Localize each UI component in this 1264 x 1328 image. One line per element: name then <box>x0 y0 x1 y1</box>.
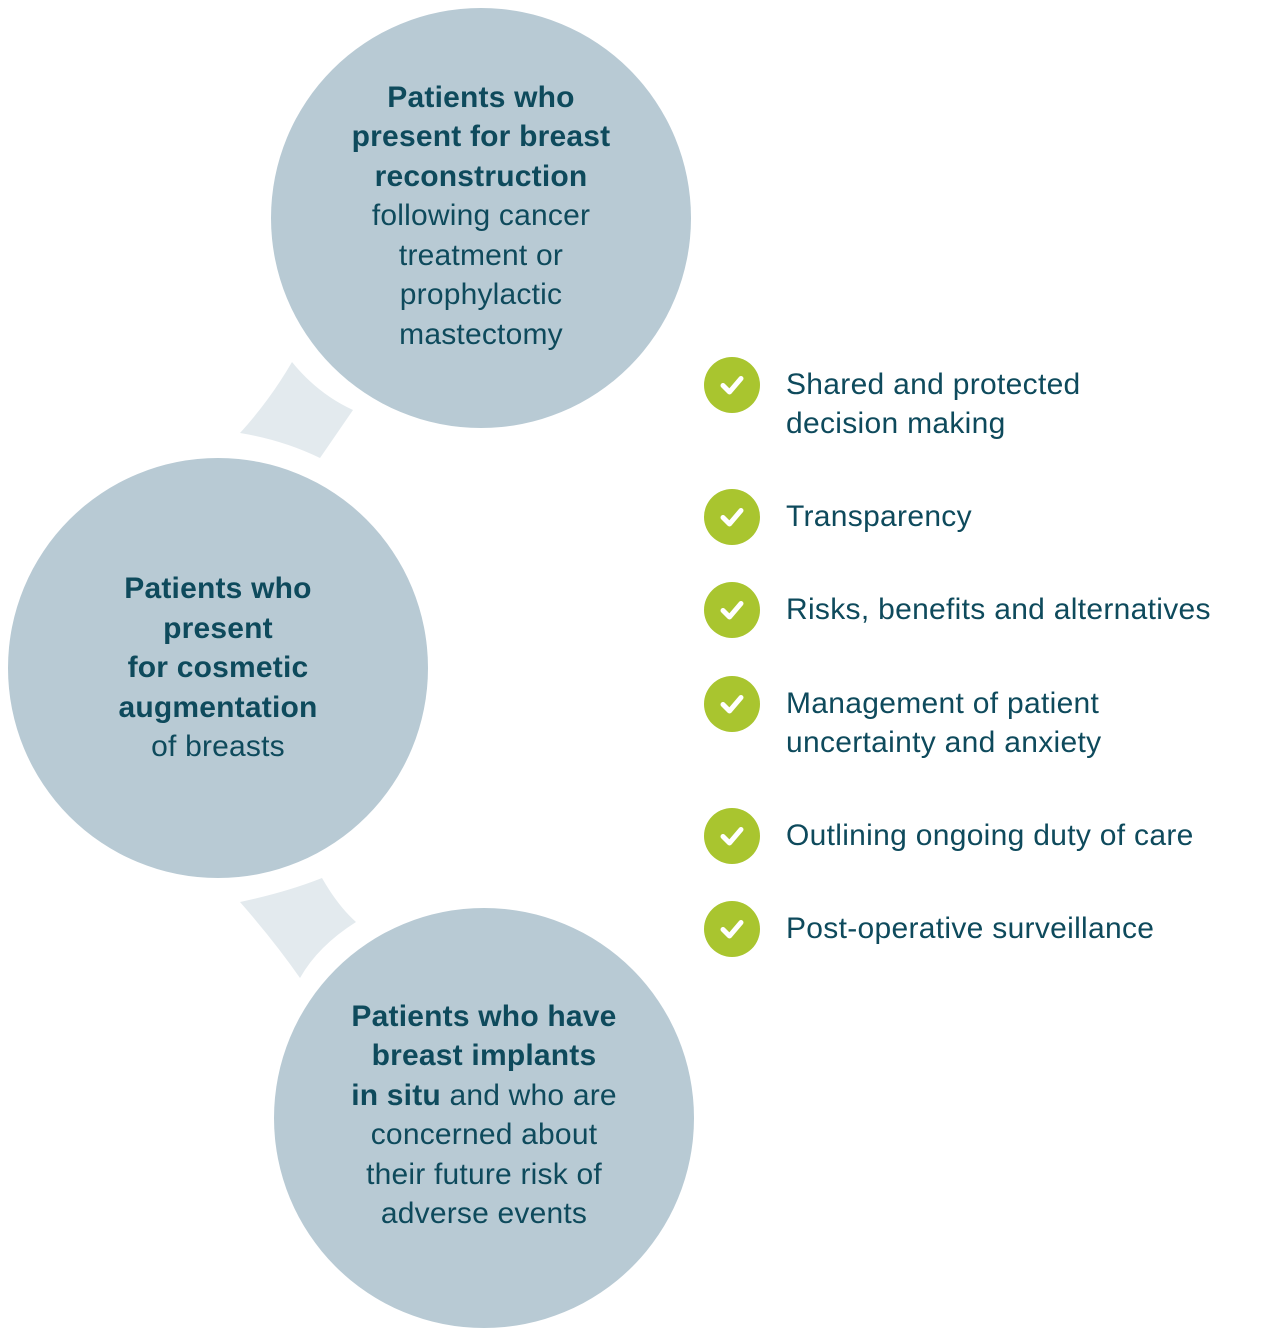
checklist-label: Outlining ongoing duty of care <box>786 816 1194 855</box>
circle-line: concerned about <box>370 1118 598 1151</box>
checklist-line: Shared and protected <box>786 368 1081 401</box>
check-icon <box>704 901 760 957</box>
circle-breast-reconstruction: Patients who present for breast reconstr… <box>271 8 691 428</box>
circle-line: treatment or <box>398 238 564 272</box>
circle-implants-in-situ: Patients who have breast implants in sit… <box>274 908 694 1328</box>
circle-bold-line: Patients who have <box>351 999 617 1033</box>
checklist-label: Post-operative surveillance <box>786 909 1154 948</box>
circle-bold-line: for cosmetic <box>127 651 309 685</box>
checklist-label: Risks, benefits and alternatives <box>786 590 1211 629</box>
checklist-item: Outlining ongoing duty of care <box>704 808 1194 864</box>
checklist-line: Management of patient <box>786 687 1100 720</box>
checklist-line: Risks, benefits and alternatives <box>786 593 1211 626</box>
circle-bold-line: reconstruction <box>374 159 588 193</box>
checklist-item: Post-operative surveillance <box>704 901 1154 957</box>
circle-line: adverse events <box>380 1197 588 1230</box>
check-icon <box>704 808 760 864</box>
circle-bold-fragment: in situ <box>351 1078 441 1112</box>
checklist-line: Outlining ongoing duty of care <box>786 819 1194 852</box>
circle-text: Patients who present for breast reconstr… <box>352 78 611 355</box>
checklist-label: Shared and protected decision making <box>786 365 1081 443</box>
checklist-label: Management of patient uncertainty and an… <box>786 684 1101 762</box>
circle-line: their future risk of <box>366 1157 602 1191</box>
checklist-item: Management of patient uncertainty and an… <box>704 676 1101 762</box>
check-icon <box>704 357 760 413</box>
check-icon <box>704 676 760 732</box>
circle-line: following cancer <box>371 199 591 233</box>
circle-text: Patients who have breast implants in sit… <box>351 997 617 1234</box>
checklist-item: Risks, benefits and alternatives <box>704 582 1211 638</box>
circle-bold-line: breast implants <box>371 1039 597 1072</box>
circle-bold-line: Patients who <box>387 80 575 114</box>
checklist-line: uncertainty and anxiety <box>786 726 1102 759</box>
circle-line: prophylactic <box>399 278 563 312</box>
circle-bold-line: Patients who <box>124 572 312 606</box>
circle-bold-line: augmentation <box>118 690 318 724</box>
circle-cosmetic-augmentation: Patients who present for cosmetic augmen… <box>8 458 428 878</box>
checklist-line: decision making <box>786 407 1006 440</box>
connector-bottom <box>240 878 356 978</box>
checklist-label: Transparency <box>786 497 972 536</box>
check-icon <box>704 582 760 638</box>
circle-text: Patients who present for cosmetic augmen… <box>118 569 317 767</box>
check-icon <box>704 489 760 545</box>
circle-line: of breasts <box>151 730 285 764</box>
circle-mixed-line: in situ and who are <box>351 1076 617 1116</box>
checklist-line: Transparency <box>786 500 972 533</box>
circle-line: mastectomy <box>399 317 563 351</box>
circle-regular-fragment: and who are <box>440 1078 617 1112</box>
checklist-item: Transparency <box>704 489 972 545</box>
checklist-line: Post-operative surveillance <box>786 912 1155 945</box>
connector-top <box>240 362 353 458</box>
circle-bold-line: present for breast <box>351 120 611 154</box>
checklist-item: Shared and protected decision making <box>704 357 1081 443</box>
circle-bold-line: present <box>163 611 273 645</box>
